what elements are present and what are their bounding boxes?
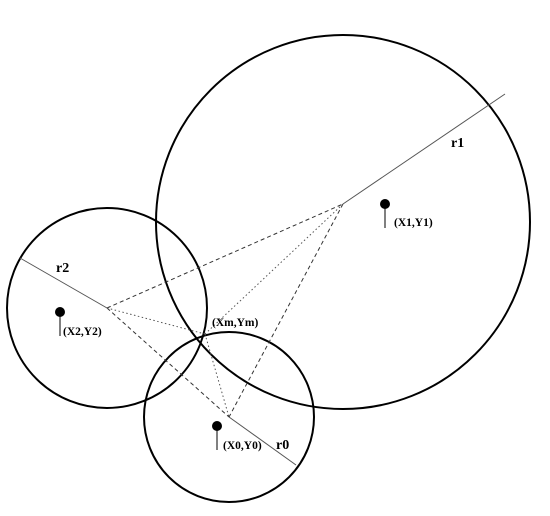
label-r2: r2	[56, 261, 69, 276]
circle-2	[6, 207, 208, 409]
label-point-m: (Xm,Ym)	[212, 317, 258, 329]
radius-line-2	[19, 257, 108, 309]
label-r0: r0	[276, 438, 289, 453]
dotted-line-m-0	[204, 333, 230, 418]
circle-1	[155, 34, 531, 410]
label-point-1: (X1,Y1)	[394, 217, 433, 229]
label-point-2: (X2,Y2)	[63, 326, 102, 338]
pin-marker-1	[380, 199, 390, 228]
pin-marker-0	[212, 421, 222, 450]
label-r1: r1	[451, 136, 464, 151]
radius-line-0	[228, 416, 297, 466]
dashed-line-2-0	[106, 307, 230, 418]
pin-marker-2	[55, 307, 65, 336]
label-point-0: (X0,Y0)	[223, 440, 262, 452]
dashed-line-2-1	[106, 203, 344, 309]
dashed-line-1-0	[228, 203, 344, 418]
circle-0	[143, 331, 315, 503]
radius-line-1	[342, 93, 506, 205]
dotted-line-m-2	[106, 307, 206, 335]
dotted-line-m-1	[204, 203, 344, 335]
